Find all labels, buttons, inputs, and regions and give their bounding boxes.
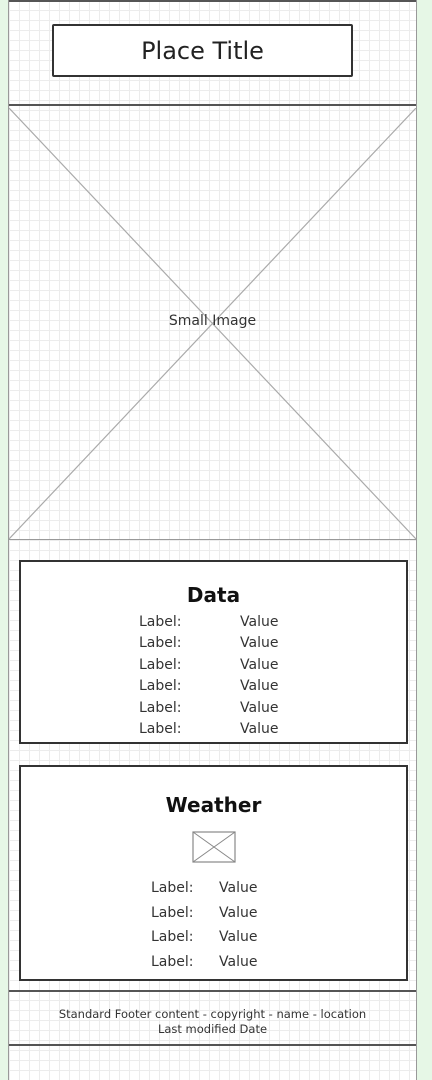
data-row: Label: Value: [139, 655, 278, 676]
data-row-label: Label:: [139, 614, 182, 630]
header: Place Title: [9, 0, 416, 106]
data-row-label: Label:: [139, 635, 182, 652]
data-panel-title: Data: [186, 583, 241, 607]
footer-content: Standard Footer content - copyright - na…: [58, 1007, 367, 1021]
image-placeholder-icon: [192, 831, 236, 863]
weather-row: Label: Value: [151, 950, 257, 975]
weather-row-label: Label:: [151, 880, 194, 896]
weather-row-label: Label:: [151, 954, 194, 971]
data-row: Label: Value: [139, 612, 278, 633]
weather-row-value: Value: [219, 904, 258, 921]
data-row-label: Label:: [139, 678, 182, 695]
data-row-value: Value: [240, 635, 279, 652]
data-row-value: Value: [240, 699, 279, 716]
weather-row-value: Value: [219, 954, 258, 971]
data-row-value: Value: [240, 678, 279, 695]
data-row-label: Label:: [139, 656, 182, 673]
data-panel: Data Label: Value Label: Value Label: Va…: [19, 560, 408, 744]
weather-panel-title: Weather: [165, 793, 262, 817]
data-row: Label: Value: [139, 719, 278, 740]
data-row-label: Label:: [139, 699, 182, 716]
weather-row-label: Label:: [151, 929, 194, 946]
data-row-value: Value: [240, 720, 279, 737]
data-row: Label: Value: [139, 633, 278, 654]
footer: Standard Footer content - copyright - na…: [9, 990, 416, 1046]
data-rows: Label: Value Label: Value Label: Value L…: [139, 612, 278, 740]
weather-row-label: Label:: [151, 904, 194, 921]
image-placeholder-cross: [9, 108, 416, 539]
data-row: Label: Value: [139, 698, 278, 719]
page-frame: Place Title Small Image Data Label: Valu…: [8, 0, 417, 1080]
data-row-value: Value: [240, 614, 279, 630]
weather-row: Label: Value: [151, 876, 257, 901]
small-image-label: Small Image: [168, 313, 257, 329]
data-row: Label: Value: [139, 676, 278, 697]
page-title: Place Title: [52, 24, 353, 77]
footer-modified-date: Last modified Date: [157, 1022, 268, 1036]
data-row-value: Value: [240, 656, 279, 673]
weather-row: Label: Value: [151, 925, 257, 950]
weather-row-value: Value: [219, 880, 258, 896]
small-image-placeholder: Small Image: [9, 108, 416, 540]
weather-panel: Weather Label: Value Label: Value Label:…: [19, 765, 408, 981]
weather-row-value: Value: [219, 929, 258, 946]
data-row-label: Label:: [139, 720, 182, 737]
weather-image-icon: [192, 831, 236, 863]
weather-rows: Label: Value Label: Value Label: Value L…: [151, 876, 257, 975]
weather-row: Label: Value: [151, 901, 257, 926]
